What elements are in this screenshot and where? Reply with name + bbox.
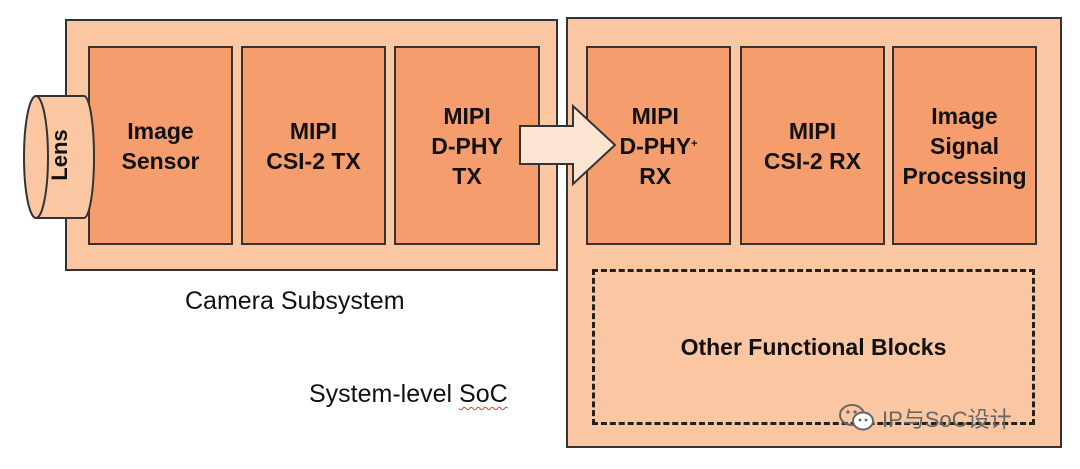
isp-block: Image Signal Processing [892, 46, 1037, 245]
data-flow-arrow [519, 103, 617, 187]
watermark: IP与SoC设计 [838, 402, 1012, 434]
soc-caption: System-level SoC [309, 380, 508, 409]
soc-caption-main: System-level [309, 380, 460, 408]
other-functional-blocks: Other Functional Blocks [592, 269, 1035, 425]
lens-icon [23, 95, 95, 219]
camera-subsystem-caption: Camera Subsystem [185, 287, 405, 315]
dphy-rx-label: MIPI D-PHY RX [619, 102, 692, 189]
wechat-icon [839, 404, 874, 431]
watermark-text: IP与SoC设计 [882, 407, 1012, 432]
csi2-rx-block: MIPI CSI-2 RX [740, 46, 885, 245]
image-sensor-block: Image Sensor [88, 46, 233, 245]
lens-label: Lens [47, 129, 72, 181]
dphy-tx-block: MIPI D-PHY TX [394, 46, 540, 245]
soc-caption-suffix: SoC [459, 380, 508, 408]
other-functional-blocks-label: Other Functional Blocks [680, 333, 947, 360]
csi2-tx-block: MIPI CSI-2 TX [241, 46, 386, 245]
